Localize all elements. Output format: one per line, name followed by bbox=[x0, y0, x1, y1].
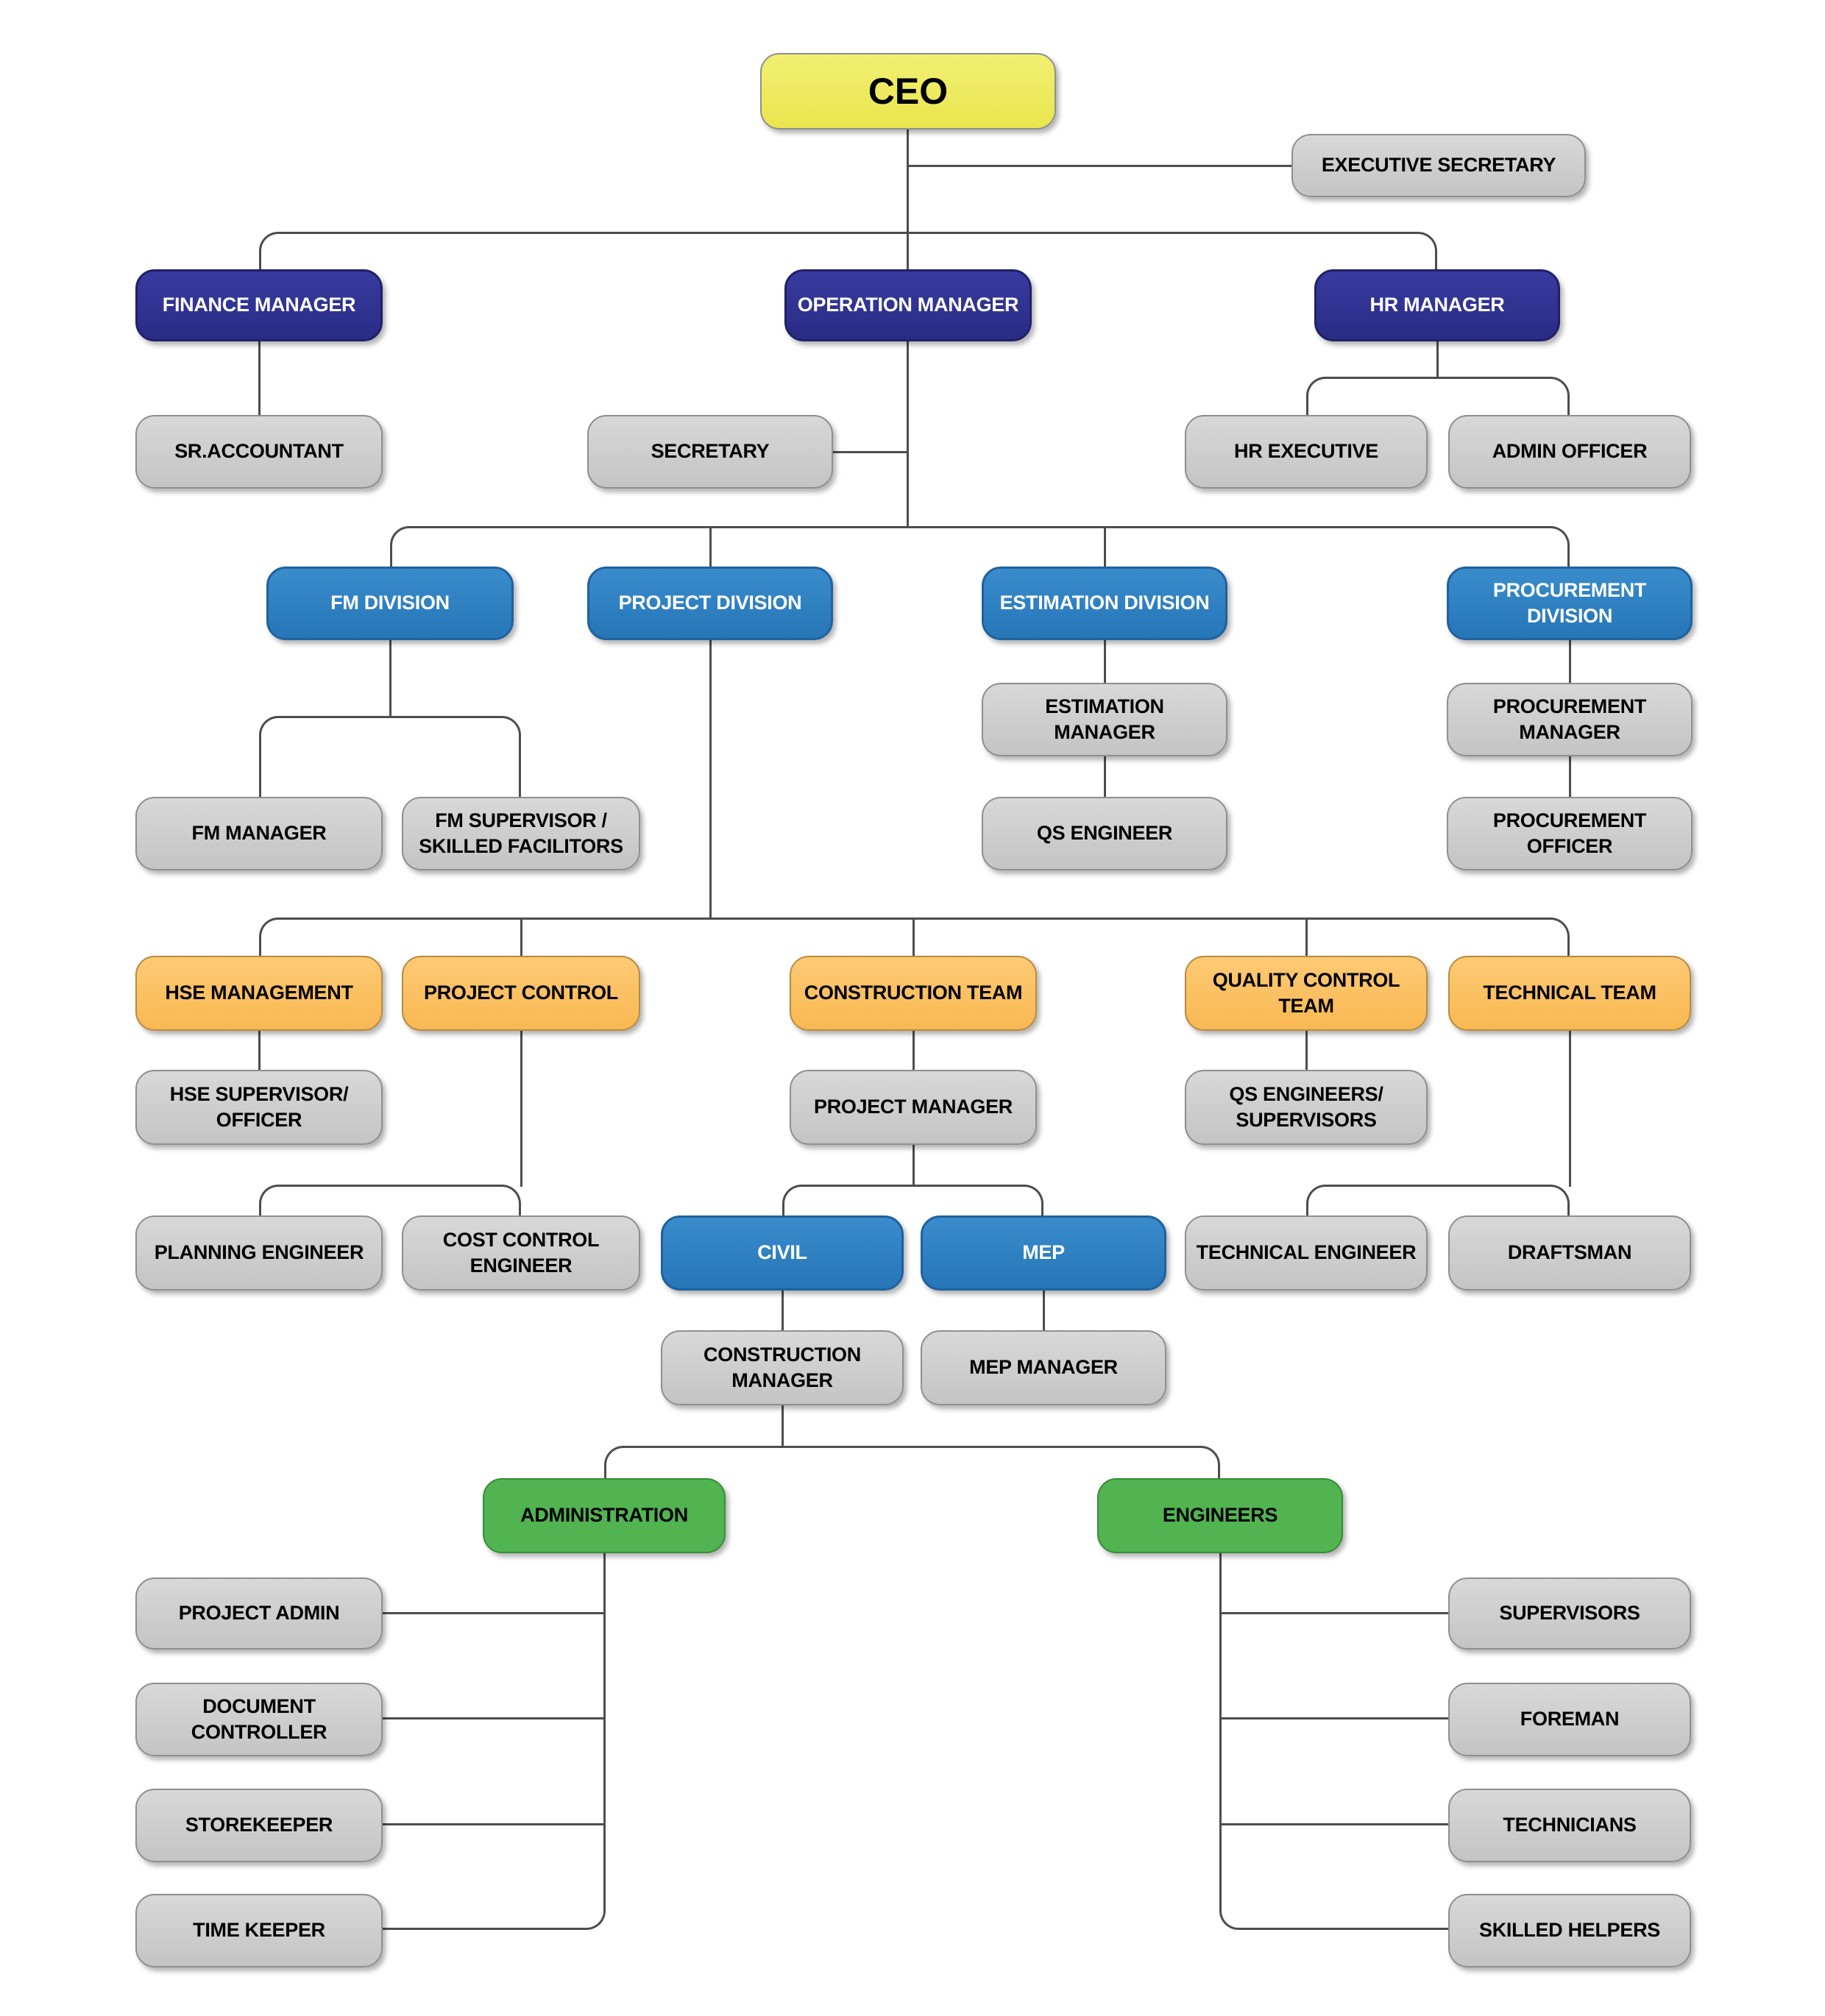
node-draftsman: DRAFTSMAN bbox=[1448, 1215, 1691, 1291]
connector-ceo-down bbox=[907, 129, 909, 269]
connector-admin-stub-1 bbox=[383, 1612, 603, 1614]
node-operation-manager: OPERATION MANAGER bbox=[784, 269, 1032, 341]
connector-qcteam-down bbox=[1305, 1031, 1308, 1070]
node-skilled-helpers: SKILLED HELPERS bbox=[1448, 1894, 1691, 1967]
node-construction-team: CONSTRUCTION TEAM bbox=[790, 956, 1037, 1031]
connector-fmdivision-down bbox=[389, 640, 391, 717]
connector-bracket-hr bbox=[1306, 377, 1570, 415]
node-technicians: TECHNICIANS bbox=[1448, 1789, 1691, 1862]
node-construction-manager: CONSTRUCTION MANAGER bbox=[661, 1330, 904, 1405]
node-fm-division: FM DIVISION bbox=[266, 567, 514, 640]
connector-constructionmgr-down bbox=[782, 1405, 784, 1448]
connector-admin-corner bbox=[383, 1878, 606, 1930]
connector-projectmanager-down bbox=[912, 1145, 915, 1187]
connector-bracket-technical bbox=[1306, 1185, 1570, 1215]
node-ceo: CEO bbox=[760, 53, 1056, 129]
node-project-manager: PROJECT MANAGER bbox=[790, 1070, 1037, 1145]
connector-mep-down bbox=[1043, 1291, 1045, 1330]
connector-secretary bbox=[833, 451, 907, 453]
connector-bracket-groups bbox=[604, 1446, 1220, 1478]
connector-projectdivision-down bbox=[709, 640, 712, 920]
connector-estmgr-qseng bbox=[1104, 756, 1106, 797]
connector-engineers-stub-3 bbox=[1220, 1823, 1448, 1825]
connector-finance-sraccountant bbox=[258, 341, 261, 415]
connector-admin-stub-2 bbox=[383, 1717, 603, 1719]
node-supervisors: SUPERVISORS bbox=[1448, 1577, 1691, 1650]
connector-drop-qc-team bbox=[1305, 918, 1308, 956]
connector-technicalteam-down bbox=[1569, 1031, 1571, 1187]
node-technical-team: TECHNICAL TEAM bbox=[1448, 956, 1691, 1031]
connector-engineers-corner bbox=[1219, 1878, 1448, 1930]
connector-drop-estimation-division bbox=[1104, 526, 1106, 567]
connector-admin-trunk bbox=[603, 1553, 606, 1884]
connector-drop-construction-team bbox=[912, 918, 915, 956]
node-project-division: PROJECT DIVISION bbox=[587, 567, 833, 640]
connector-bracket-civil-mep bbox=[782, 1185, 1043, 1215]
node-planning-engineer: PLANNING ENGINEER bbox=[135, 1215, 383, 1291]
node-executive-secretary: EXECUTIVE SECRETARY bbox=[1291, 134, 1586, 197]
connector-procmgr-procofficer bbox=[1569, 756, 1571, 797]
node-hr-manager: HR MANAGER bbox=[1314, 269, 1560, 341]
connector-exec-secretary bbox=[907, 165, 1291, 167]
node-admin-officer: ADMIN OFFICER bbox=[1448, 415, 1691, 489]
node-storekeeper: STOREKEEPER bbox=[135, 1789, 383, 1862]
node-secretary: SECRETARY bbox=[587, 415, 833, 489]
connector-bracket-divisions bbox=[390, 526, 1570, 567]
node-technical-engineer: TECHNICAL ENGINEER bbox=[1185, 1215, 1428, 1291]
connector-hse-down bbox=[258, 1031, 261, 1070]
node-procurement-manager: PROCUREMENT MANAGER bbox=[1447, 683, 1693, 756]
connector-estdiv-estmgr bbox=[1104, 640, 1106, 683]
node-qs-engineers-supervisors: QS ENGINEERS/ SUPERVISORS bbox=[1185, 1070, 1428, 1145]
node-estimation-manager: ESTIMATION MANAGER bbox=[982, 683, 1227, 756]
connector-bracket-fm bbox=[259, 716, 521, 797]
node-document-controller: DOCUMENT CONTROLLER bbox=[135, 1683, 383, 1756]
connector-bracket-project-control bbox=[259, 1185, 521, 1215]
node-fm-manager: FM MANAGER bbox=[135, 797, 383, 870]
node-hse-management: HSE MANAGEMENT bbox=[135, 956, 383, 1031]
node-foreman: FOREMAN bbox=[1448, 1683, 1691, 1756]
node-mep-manager: MEP MANAGER bbox=[921, 1330, 1166, 1405]
connector-drop-project-division bbox=[709, 526, 712, 567]
node-qs-engineer: QS ENGINEER bbox=[982, 797, 1227, 870]
connector-constructionteam-down bbox=[912, 1031, 915, 1070]
connector-hr-down bbox=[1436, 341, 1439, 378]
connector-projectcontrol-down bbox=[520, 1031, 522, 1187]
node-sr-accountant: SR.ACCOUNTANT bbox=[135, 415, 383, 489]
node-engineers: ENGINEERS bbox=[1097, 1478, 1343, 1553]
node-finance-manager: FINANCE MANAGER bbox=[135, 269, 383, 341]
node-hr-executive: HR EXECUTIVE bbox=[1185, 415, 1428, 489]
connector-operation-down bbox=[907, 341, 909, 528]
node-mep: MEP bbox=[921, 1215, 1166, 1291]
connector-bracket-managers bbox=[259, 232, 1437, 269]
connector-procdiv-procmgr bbox=[1569, 640, 1571, 683]
node-civil: CIVIL bbox=[661, 1215, 904, 1291]
node-project-control: PROJECT CONTROL bbox=[402, 956, 640, 1031]
connector-civil-down bbox=[782, 1291, 784, 1330]
node-administration: ADMINISTRATION bbox=[483, 1478, 726, 1553]
node-project-admin: PROJECT ADMIN bbox=[135, 1577, 383, 1650]
node-procurement-division: PROCUREMENT DIVISION bbox=[1447, 567, 1693, 640]
node-cost-control-engineer: COST CONTROL ENGINEER bbox=[402, 1215, 640, 1291]
node-hse-supervisor-officer: HSE SUPERVISOR/ OFFICER bbox=[135, 1070, 383, 1145]
connector-admin-stub-3 bbox=[383, 1823, 603, 1825]
node-time-keeper: TIME KEEPER bbox=[135, 1894, 383, 1967]
connector-engineers-stub-2 bbox=[1220, 1717, 1448, 1719]
connector-drop-project-control bbox=[520, 918, 522, 956]
node-fm-supervisor: FM SUPERVISOR / SKILLED FACILITORS bbox=[402, 797, 640, 870]
node-quality-control-team: QUALITY CONTROL TEAM bbox=[1185, 956, 1428, 1031]
node-procurement-officer: PROCUREMENT OFFICER bbox=[1447, 797, 1693, 870]
connector-engineers-stub-1 bbox=[1220, 1612, 1448, 1614]
node-estimation-division: ESTIMATION DIVISION bbox=[982, 567, 1227, 640]
